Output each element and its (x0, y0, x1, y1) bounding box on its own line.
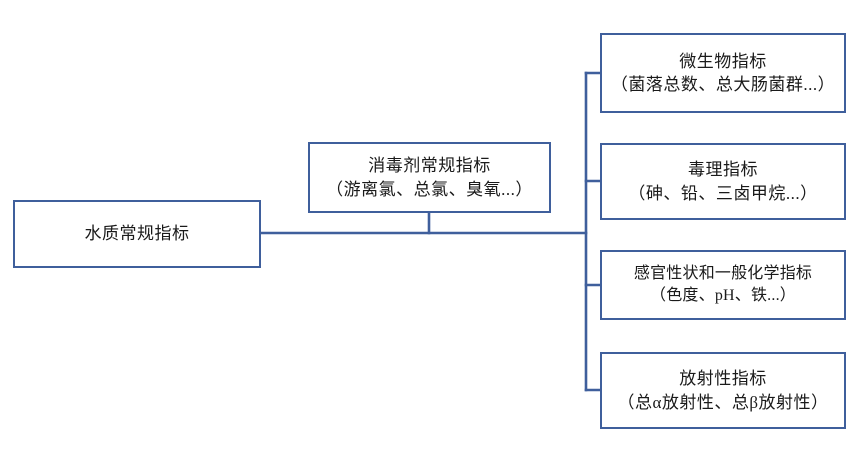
node-toxicological[interactable]: 毒理指标 （砷、铅、三卤甲烷...） (600, 143, 846, 220)
node-radioactivity[interactable]: 放射性指标 （总α放射性、总β放射性） (600, 352, 846, 429)
node-sensory-chemical[interactable]: 感官性状和一般化学指标 （色度、pH、铁...） (600, 250, 846, 320)
node-radioactivity-examples: （总α放射性、总β放射性） (617, 392, 829, 412)
node-disinfectant[interactable]: 消毒剂常规指标 （游离氯、总氯、臭氧...） (308, 142, 551, 213)
node-microbiological-examples: （菌落总数、总大肠菌群...） (610, 75, 836, 94)
node-toxicological-examples: （砷、铅、三卤甲烷...） (628, 183, 818, 203)
node-radioactivity-title: 放射性指标 (679, 369, 767, 389)
node-sensory-chemical-examples: （色度、pH、铁...） (650, 287, 796, 304)
node-disinfectant-examples: （游离氯、总氯、臭氧...） (326, 179, 533, 199)
node-toxicological-title: 毒理指标 (688, 160, 758, 180)
node-disinfectant-title: 消毒剂常规指标 (368, 156, 491, 176)
node-microbiological[interactable]: 微生物指标 （菌落总数、总大肠菌群...） (600, 33, 846, 113)
node-sensory-chemical-title: 感官性状和一般化学指标 (633, 264, 813, 282)
node-microbiological-title: 微生物指标 (679, 51, 767, 71)
node-root[interactable]: 水质常规指标 (13, 200, 261, 268)
node-root-title: 水质常规指标 (84, 224, 190, 244)
